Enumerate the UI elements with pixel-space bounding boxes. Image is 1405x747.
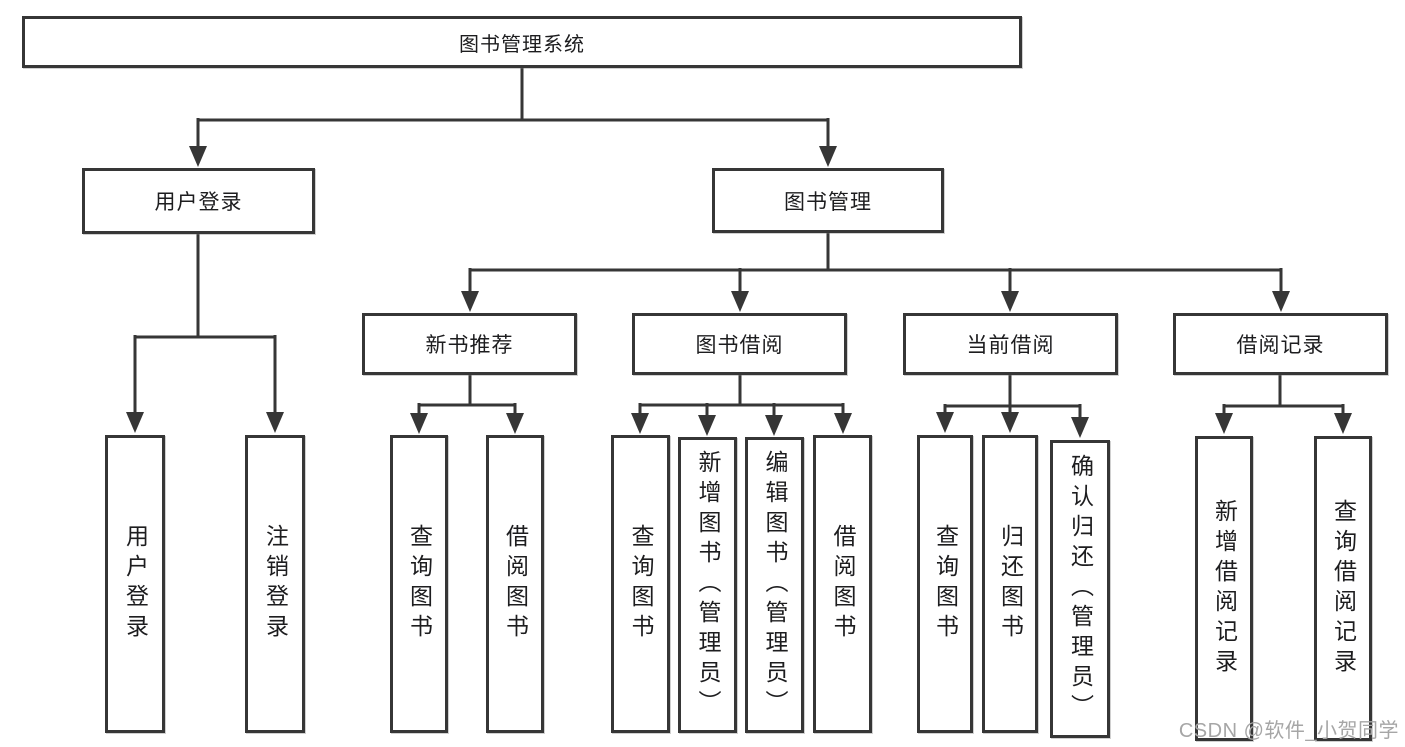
node-book-management-label: 图书管理 [784,190,872,214]
leaf-newbook-query: 查询图书 [390,435,448,733]
node-book-borrow: 图书借阅 [632,313,847,375]
leaf-record-query-label: 查询借阅记录 [1330,498,1357,679]
node-root-label: 图书管理系统 [459,33,585,56]
leaf-borrow-edit-book-label: 编辑图书（管理员） [762,450,788,720]
leaf-current-query: 查询图书 [917,435,973,733]
node-new-book-recommend: 新书推荐 [362,313,577,375]
leaf-current-return-label: 归还图书 [997,524,1024,644]
leaf-borrow-borrow-book-label: 借阅图书 [830,524,856,644]
leaf-current-query-label: 查询图书 [932,524,959,644]
node-user-login-label: 用户登录 [154,191,243,214]
leaf-logout-label: 注销登录 [262,524,289,644]
leaf-borrow-edit-book: 编辑图书（管理员） [745,437,804,733]
leaf-record-add-label: 新增借阅记录 [1211,498,1238,679]
node-book-borrow-label: 图书借阅 [695,334,784,357]
node-current-borrow: 当前借阅 [903,313,1118,375]
leaf-borrow-add-book-label: 新增图书（管理员） [695,450,721,720]
leaf-newbook-query-label: 查询图书 [406,524,433,644]
node-borrow-records: 借阅记录 [1173,313,1388,375]
leaf-logout: 注销登录 [245,435,305,733]
leaf-user-login-label: 用户登录 [122,524,149,644]
leaf-current-confirm-return-label: 确认归还（管理员） [1067,454,1094,724]
node-borrow-records-label: 借阅记录 [1236,334,1325,357]
leaf-current-confirm-return: 确认归还（管理员） [1050,440,1110,738]
leaf-record-add: 新增借阅记录 [1195,436,1253,741]
leaf-borrow-query-label: 查询图书 [628,524,654,644]
node-user-login: 用户登录 [82,168,315,234]
node-new-book-recommend-label: 新书推荐 [425,334,514,357]
node-current-borrow-label: 当前借阅 [966,334,1055,357]
leaf-newbook-borrow: 借阅图书 [486,435,544,733]
leaf-user-login: 用户登录 [105,435,165,733]
leaf-borrow-query: 查询图书 [611,435,670,733]
arrowheads [126,146,1352,438]
leaf-record-query: 查询借阅记录 [1314,436,1372,741]
csdn-watermark: CSDN @软件_小贺同学 [1178,720,1399,742]
node-root: 图书管理系统 [22,16,1022,68]
leaf-current-return: 归还图书 [982,435,1038,733]
leaf-borrow-borrow-book: 借阅图书 [813,435,872,733]
leaf-borrow-add-book: 新增图书（管理员） [678,437,737,733]
leaf-newbook-borrow-label: 借阅图书 [502,524,529,644]
node-book-management: 图书管理 [712,168,944,233]
